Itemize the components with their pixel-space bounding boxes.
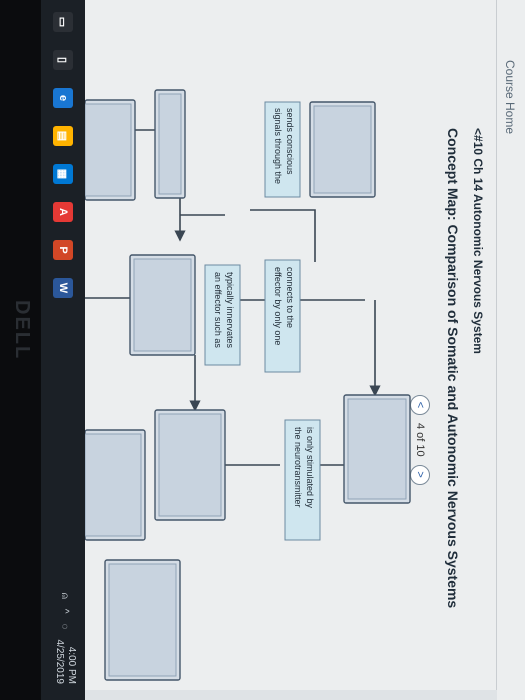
file-explorer-icon[interactable]: ▤ — [53, 126, 73, 146]
drop-zone-center-large[interactable] — [158, 413, 222, 517]
windows-taskbar: ▭ ▯ e ▤ ▦ A P W ⍝ ^ ◌ 4:00 PM 4/25/2019 — [41, 0, 85, 700]
label-only-one-line1: connects to the — [285, 267, 295, 328]
task-view-icon[interactable]: ▯ — [53, 50, 73, 70]
drop-zone-top-middle[interactable] — [347, 398, 407, 500]
dell-logo: DELL — [11, 300, 33, 361]
label-innervates-line1: typically innervates — [225, 272, 235, 349]
clock[interactable]: 4:00 PM 4/25/2019 — [53, 640, 77, 685]
drop-zone-right[interactable] — [108, 563, 177, 677]
start-icon[interactable]: ▭ — [53, 12, 73, 32]
drop-zone-top-left[interactable] — [313, 105, 372, 194]
connector-branch-left — [250, 209, 316, 262]
drop-zone-mid-right[interactable] — [85, 433, 142, 537]
label-innervates-line2: an effector such as — [213, 272, 223, 348]
clock-date: 4/25/2019 — [54, 639, 65, 685]
drop-zone-mid-left[interactable] — [133, 258, 192, 352]
clock-time: 4:00 PM — [66, 646, 77, 684]
label-conscious-line1: sends conscious — [285, 108, 295, 175]
label-conscious-line2: signals through the — [273, 108, 283, 184]
browser-screen: Course Home <#10 Ch 14 Autonomic Nervous… — [85, 0, 525, 700]
network-icon[interactable]: ◌ — [59, 623, 71, 630]
monitor-bezel: DELL — [0, 0, 41, 700]
drop-zone-lower-left[interactable] — [158, 93, 182, 195]
edge-browser-icon[interactable]: e — [53, 88, 73, 108]
system-tray: ⍝ ^ ◌ 4:00 PM 4/25/2019 — [53, 593, 77, 684]
label-box-innervates — [204, 264, 241, 366]
label-box-conscious — [264, 101, 301, 198]
label-only-one-line2: effector by only one — [273, 267, 283, 345]
word-icon[interactable]: W — [53, 278, 73, 298]
label-box-only-one — [264, 259, 301, 373]
powerpoint-icon[interactable]: P — [53, 240, 73, 260]
label-neuro-line2: the neurotransmitter — [293, 427, 303, 508]
pdf-reader-icon[interactable]: A — [53, 202, 73, 222]
label-box-neurotransmitter — [284, 419, 321, 541]
person-icon[interactable]: ⍝ — [59, 592, 71, 599]
store-icon[interactable]: ▦ — [53, 164, 73, 184]
drop-zone-far-left[interactable] — [85, 103, 132, 197]
chevron-up-icon[interactable]: ^ — [59, 608, 71, 614]
concept-map-diagram: typically innervates an effector such as… — [85, 89, 411, 681]
label-neuro-line1: is only stimulated by — [305, 427, 315, 509]
